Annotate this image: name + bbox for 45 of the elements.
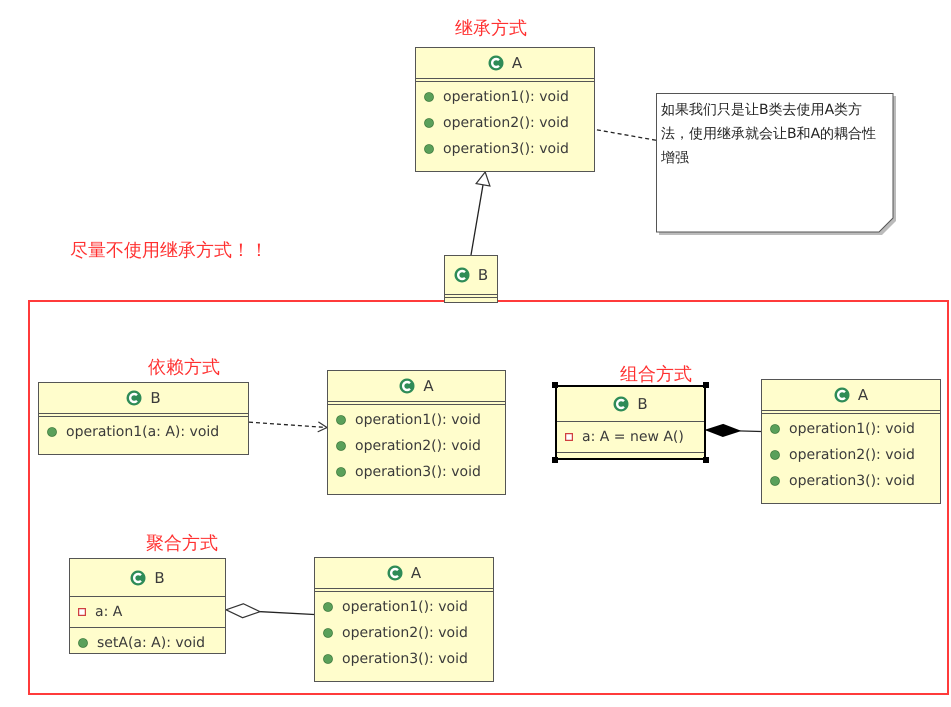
operation-text: operation2(): void: [443, 115, 569, 131]
annotation-text: 尽量不使用继承方式！！: [70, 239, 268, 262]
connector-line: [470, 171, 490, 256]
connector-line: [225, 603, 314, 618]
operation-text: operation1(): void: [342, 599, 468, 615]
class-box: [38, 382, 249, 455]
attribute-text: a: A = new A(): [582, 429, 684, 445]
class-name: A: [423, 377, 434, 395]
dashed-connector: [594, 128, 656, 141]
operation-text: operation1(): void: [443, 89, 569, 105]
annotation-text: 依赖方式: [148, 356, 220, 379]
class-name: B: [150, 389, 161, 407]
class-name: A: [512, 54, 522, 72]
annotation-text: 组合方式: [620, 363, 692, 386]
dashed-connector: [248, 421, 328, 432]
attribute-text: a: A: [95, 604, 122, 620]
class-name: B: [637, 395, 648, 413]
operation-text: operation3(): void: [342, 651, 468, 667]
class-box: [314, 557, 494, 682]
note-text: 如果我们只是让B类去使用A类方法，使用继承就会让B和A的耦合性增强: [661, 101, 878, 168]
class-name: B: [478, 266, 488, 284]
operation-text: operation3(): void: [789, 473, 915, 489]
operation-text: operation2(): void: [355, 438, 481, 454]
operation-text: operation1(a: A): void: [66, 424, 220, 440]
class-box: [327, 370, 506, 495]
operation-text: operation3(): void: [355, 464, 481, 480]
class-name: A: [858, 386, 868, 404]
operation-text: operation2(): void: [789, 447, 915, 463]
frame-box: [28, 300, 949, 695]
annotation-text: 聚合方式: [146, 532, 218, 555]
operation-text: setA(a: A): void: [97, 635, 206, 651]
note-box: [656, 93, 896, 235]
class-box: [415, 47, 595, 172]
operation-text: operation1(): void: [355, 412, 481, 428]
class-box: [69, 558, 226, 654]
operation-text: operation3(): void: [443, 141, 569, 157]
class-name: B: [154, 568, 165, 586]
connector-line: [706, 424, 762, 437]
annotation-text: 继承方式: [455, 17, 527, 40]
operation-text: operation2(): void: [342, 625, 468, 641]
class-box: [761, 379, 941, 504]
class-box: [555, 385, 706, 460]
class-box: [444, 255, 498, 303]
operation-text: operation1(): void: [789, 421, 915, 437]
class-name: A: [410, 564, 422, 582]
